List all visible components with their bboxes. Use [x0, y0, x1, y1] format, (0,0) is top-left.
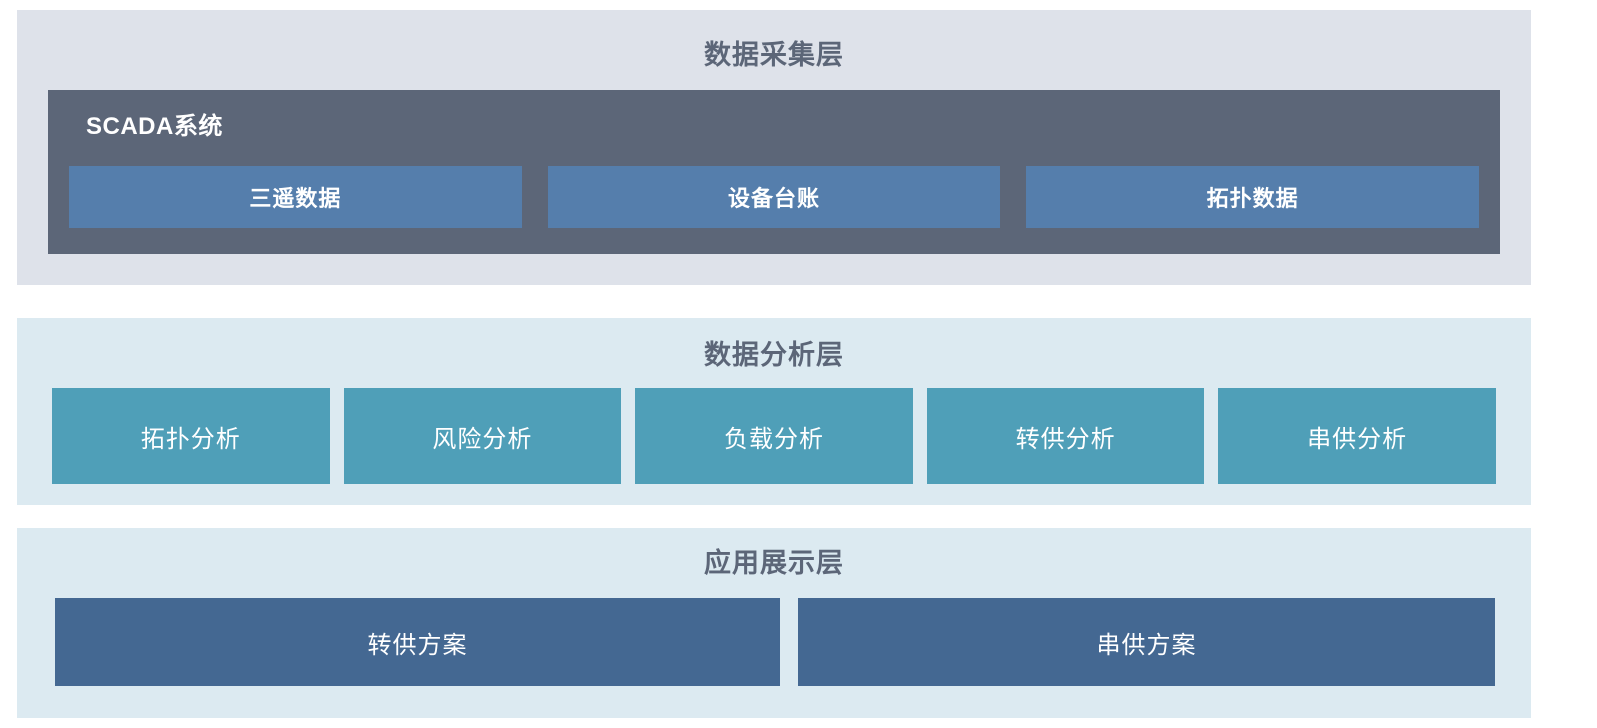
data-source-box-telemetry[interactable]: 三遥数据 [69, 166, 522, 228]
layer-title-application-display: 应用展示层 [704, 548, 844, 578]
analysis-module-list: 拓扑分析 风险分析 负载分析 转供分析 串供分析 [52, 388, 1496, 484]
analysis-box-series-supply[interactable]: 串供分析 [1218, 388, 1496, 484]
layer-application-display: 应用展示层 转供方案 串供方案 [17, 528, 1531, 718]
layer-data-collection: 数据采集层 SCADA系统 三遥数据 设备台账 拓扑数据 [17, 10, 1531, 285]
data-source-box-topology[interactable]: 拓扑数据 [1026, 166, 1480, 228]
application-box-transfer-supply-scheme[interactable]: 转供方案 [55, 598, 780, 686]
scada-data-source-list: 三遥数据 设备台账 拓扑数据 [69, 166, 1480, 228]
layer-title-data-collection: 数据采集层 [704, 40, 844, 70]
application-scheme-list: 转供方案 串供方案 [55, 598, 1495, 686]
analysis-box-load[interactable]: 负载分析 [635, 388, 913, 484]
application-box-series-supply-scheme[interactable]: 串供方案 [798, 598, 1495, 686]
analysis-box-topology[interactable]: 拓扑分析 [52, 388, 330, 484]
layer-title-data-analysis: 数据分析层 [704, 340, 844, 370]
layer-data-analysis: 数据分析层 拓扑分析 风险分析 负载分析 转供分析 串供分析 [17, 318, 1531, 505]
analysis-box-risk[interactable]: 风险分析 [343, 388, 622, 484]
analysis-box-transfer-supply[interactable]: 转供分析 [926, 388, 1205, 484]
data-source-box-equipment-ledger[interactable]: 设备台账 [547, 166, 1001, 228]
scada-system-label: SCADA系统 [86, 113, 223, 140]
scada-system-group: SCADA系统 三遥数据 设备台账 拓扑数据 [48, 90, 1500, 254]
